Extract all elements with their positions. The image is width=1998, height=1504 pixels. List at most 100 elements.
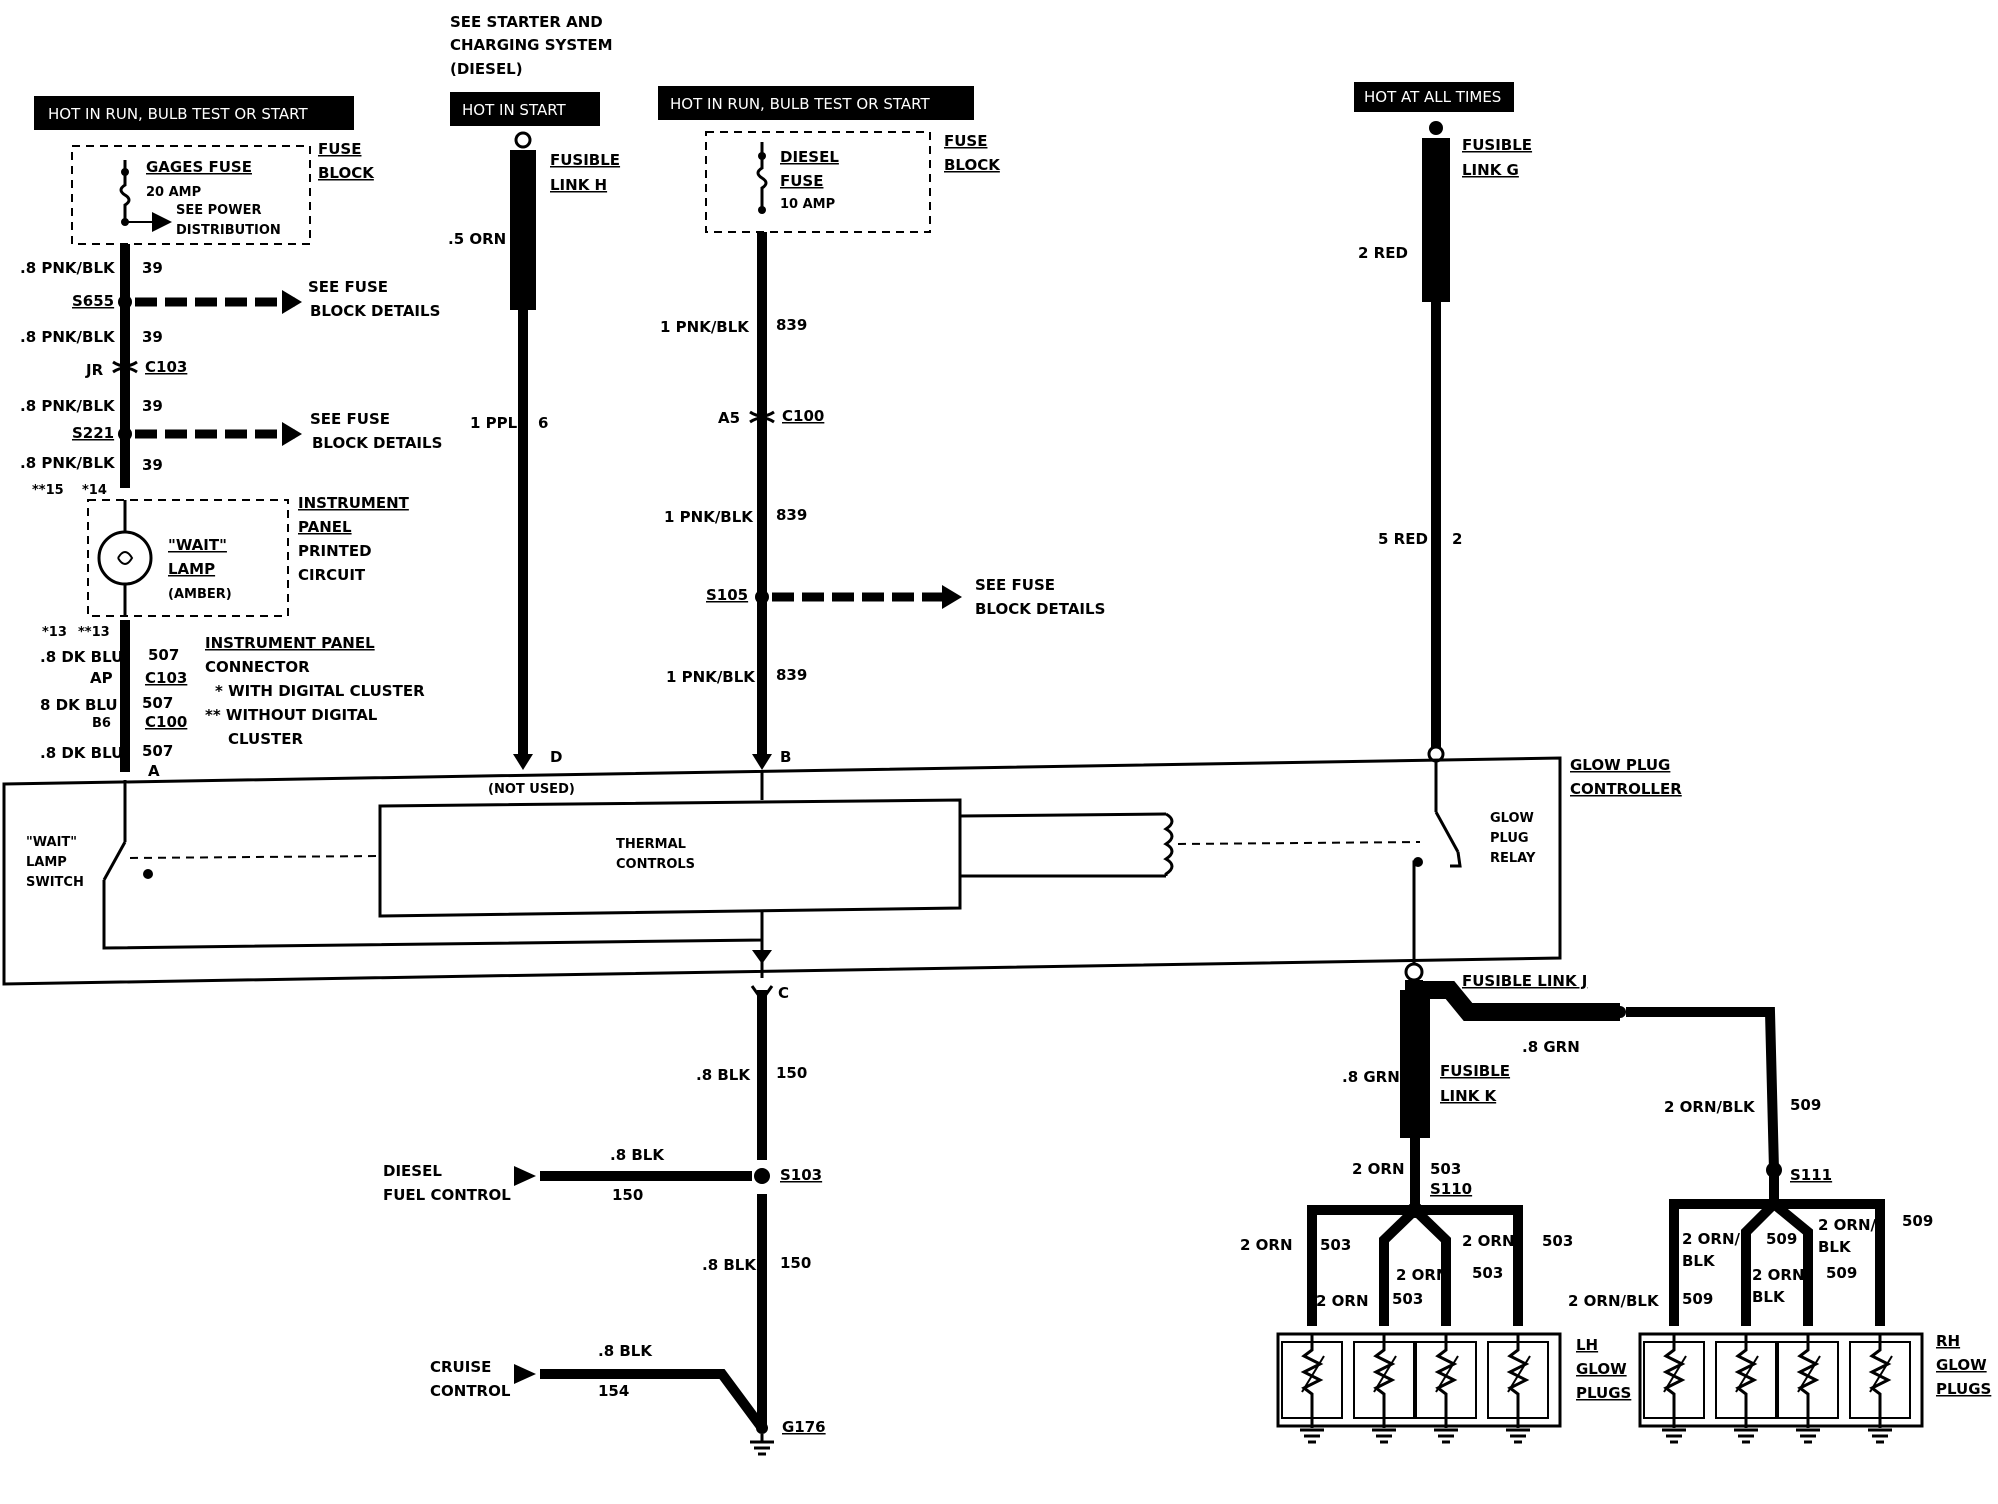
circuit-number: 39	[142, 328, 163, 346]
ip-label-2: PANEL	[298, 518, 352, 536]
lh-branch-3	[1411, 1206, 1451, 1326]
circuit-number: 507	[142, 742, 173, 760]
glow-plug-icon	[1415, 1334, 1477, 1444]
lh-label-1: LH	[1576, 1336, 1598, 1354]
thermal-controls-box	[378, 798, 962, 918]
thermal-label-2: CONTROLS	[616, 857, 695, 872]
splice-s105-dot	[755, 590, 769, 604]
link-g-label-1: FUSIBLE	[1462, 136, 1532, 154]
switch-contact	[143, 869, 153, 879]
wire-label: 2 ORN/	[1682, 1230, 1741, 1248]
instrument-panel-box	[87, 499, 289, 617]
fuse-node	[758, 206, 766, 214]
link-h-terminal	[514, 131, 532, 149]
circuit-number: 6	[538, 414, 548, 432]
controller-title-2: CONTROLLER	[1570, 780, 1682, 798]
pin-b: B	[780, 748, 791, 766]
splice-s103: S103	[780, 1166, 822, 1184]
lamp-filament-icon	[117, 551, 134, 565]
starter-note: SEE STARTER AND CHARGING SYSTEM (DIESEL)	[450, 13, 613, 78]
link-h-label-1: FUSIBLE	[550, 151, 620, 169]
rh-branch-3	[1770, 1200, 1813, 1326]
header-gages-hot-text: HOT IN RUN, BULB TEST OR START	[48, 105, 308, 123]
pin-b-arrow	[752, 754, 772, 770]
gages-fuse-rating: 20 AMP	[146, 185, 201, 200]
splice-s110: S110	[1430, 1180, 1472, 1198]
circuit-number: 839	[776, 666, 807, 684]
wire-label: 2 ORN	[1316, 1292, 1369, 1310]
circuit-number: 39	[142, 397, 163, 415]
relay-output-trace	[1412, 860, 1418, 964]
wire-label: .5 ORN	[448, 230, 506, 248]
fuse-block-label-2b: BLOCK	[944, 156, 1001, 174]
link-h-node	[518, 317, 528, 327]
coil-lead-top	[959, 812, 1167, 818]
wait-lamp-label-2: LAMP	[168, 560, 215, 578]
lh-branch-2	[1379, 1206, 1419, 1326]
ground-icon	[750, 1434, 774, 1456]
wire-label: .8 GRN	[1342, 1068, 1400, 1086]
header-gages-hot: HOT IN RUN, BULB TEST OR START	[34, 96, 354, 130]
wire-label: 2 ORN/BLK	[1568, 1292, 1660, 1310]
rh-glow-plug-housing	[1638, 1332, 1924, 1428]
relay-label-2: PLUG	[1490, 831, 1529, 846]
see-fuse-arrowhead-2	[282, 422, 302, 446]
circuit-number: 503	[1472, 1264, 1503, 1282]
circuit-number: 839	[776, 316, 807, 334]
note-line: ** WITHOUT DIGITAL	[205, 706, 378, 724]
wire-grn-rh	[1626, 1007, 1779, 1171]
circuit-number: 150	[776, 1064, 807, 1082]
wire-label: 1 PNK/BLK	[660, 318, 750, 336]
gages-fuse-name: GAGES FUSE	[146, 158, 252, 176]
wire-label: 1 PPL	[470, 414, 518, 432]
wire-label: 2 ORN	[1462, 1232, 1515, 1250]
see-fuse-note-3a: SEE FUSE	[975, 576, 1055, 594]
circuit-number: 507	[142, 694, 173, 712]
wire-label: 2 ORN	[1240, 1236, 1293, 1254]
circuit-number: 509	[1790, 1096, 1821, 1114]
see-fuse-arrowhead-1	[282, 290, 302, 314]
note-line: INSTRUMENT PANEL	[205, 634, 375, 652]
link-h-label-2: LINK H	[550, 176, 607, 194]
link-j-node	[1614, 1006, 1626, 1018]
circuit-number: 507	[148, 646, 179, 664]
wire-label: 1 PNK/BLK	[666, 668, 756, 686]
see-fuse-note-2a: SEE FUSE	[310, 410, 390, 428]
circuit-number: 509	[1826, 1264, 1857, 1282]
circuit-number: 503	[1320, 1236, 1351, 1254]
gages-fuse-note-1: SEE POWER	[176, 203, 261, 218]
connector-c103-symbol	[112, 360, 138, 374]
rh-label-2: GLOW	[1936, 1356, 1987, 1374]
circuit-number: 503	[1392, 1290, 1423, 1308]
splice-s105: S105	[706, 586, 748, 604]
connector-pin-jr: JR	[85, 361, 104, 379]
wire-label: .8 BLK	[598, 1342, 653, 1360]
connector-c100-b: C100	[782, 407, 824, 425]
wire-label: .8 DK BLU	[40, 744, 123, 762]
fuse-node	[758, 152, 766, 160]
relay-label-1: GLOW	[1490, 811, 1534, 826]
wire-label: 2 ORN/	[1818, 1216, 1877, 1234]
wire-label: .8 PNK/BLK	[20, 454, 116, 472]
circuit-number: 503	[1430, 1160, 1461, 1178]
ground-g176: G176	[782, 1418, 826, 1436]
header-always-hot-text: HOT AT ALL TIMES	[1364, 88, 1501, 106]
link-j-label: FUSIBLE LINK J	[1462, 972, 1587, 990]
rh-glow-plug-bank	[1638, 1332, 1924, 1444]
lh-glow-plug-bank	[1276, 1332, 1562, 1444]
rh-label-3: PLUGS	[1936, 1380, 1991, 1398]
rh-label-1: RH	[1936, 1332, 1960, 1350]
pin-label: **15	[32, 483, 64, 498]
lh-branch-4	[1415, 1205, 1523, 1326]
note-line: CLUSTER	[228, 730, 303, 748]
wire-label: 1 PNK/BLK	[664, 508, 754, 526]
see-fuse-note-3b: BLOCK DETAILS	[975, 600, 1105, 618]
splice-s221: S221	[72, 424, 114, 442]
switch-label-3: SWITCH	[26, 875, 84, 890]
wire-label: .8 PNK/BLK	[20, 259, 116, 277]
wire-label: .8 BLK	[696, 1066, 751, 1084]
fusible-link-j	[1405, 980, 1620, 1021]
diesel-fuse-name-2: FUSE	[780, 172, 823, 190]
note-line: * WITH DIGITAL CLUSTER	[215, 682, 425, 700]
